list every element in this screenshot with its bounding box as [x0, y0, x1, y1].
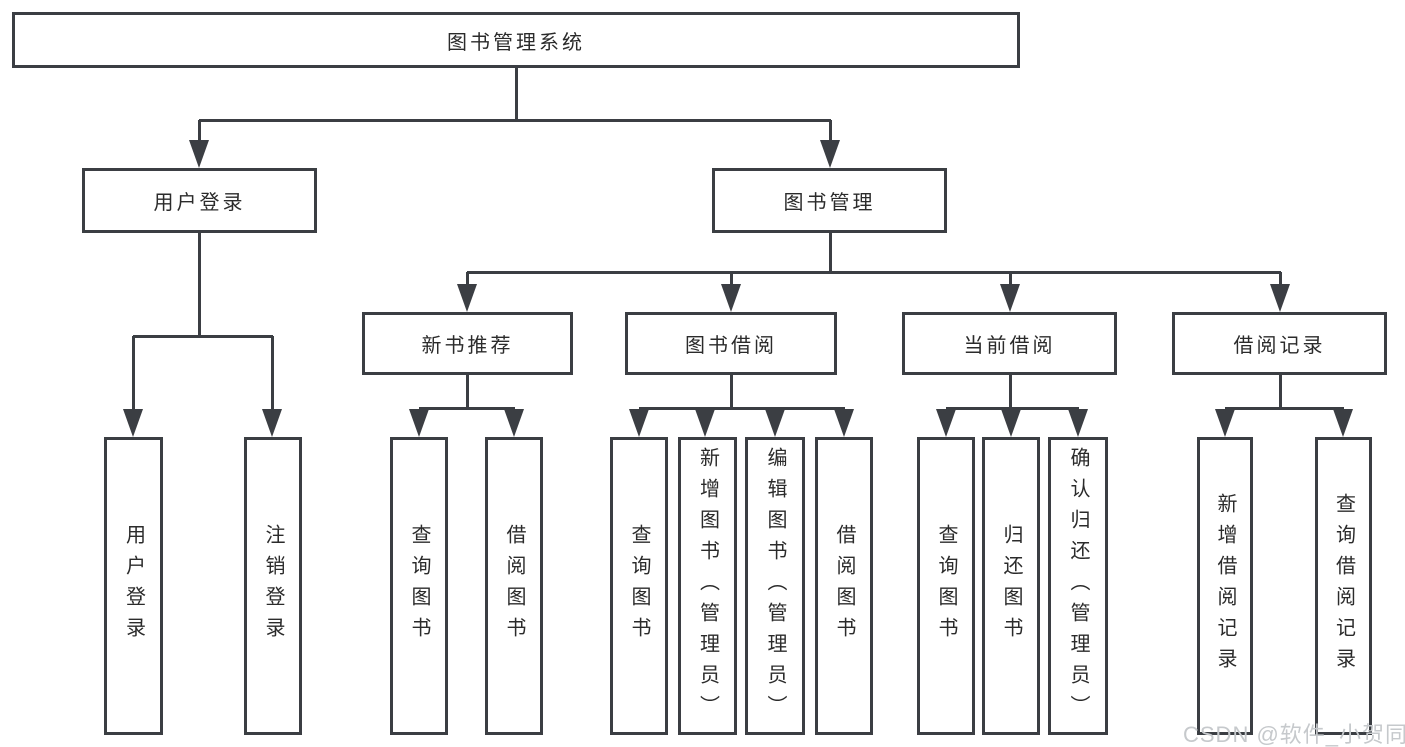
arrow-down-icon	[1001, 409, 1021, 437]
node-borrow-records: 借阅记录	[1172, 312, 1387, 375]
node-leaf-logout: 注销登录	[244, 437, 302, 735]
arrow-down-icon	[695, 409, 715, 437]
arrow-down-icon	[1000, 284, 1020, 312]
node-label: 新增借阅记录	[1214, 493, 1236, 679]
node-leaf-query-borrow-record: 查询借阅记录	[1315, 437, 1372, 735]
node-user-login: 用户登录	[82, 168, 317, 233]
node-leaf-query-books-rec: 查询图书	[390, 437, 448, 735]
node-leaf-query-books-current: 查询图书	[917, 437, 975, 735]
node-new-book-rec: 新书推荐	[362, 312, 573, 375]
arrow-down-icon	[1270, 284, 1290, 312]
node-root: 图书管理系统	[12, 12, 1020, 68]
arrow-down-icon	[1068, 409, 1088, 437]
arrow-down-icon	[409, 409, 429, 437]
node-label: 用户登录	[153, 192, 246, 214]
connector-vline	[828, 233, 832, 273]
node-label: 图书管理系统	[447, 31, 585, 54]
node-leaf-borrow-books-borrow: 借阅图书	[815, 437, 873, 735]
node-label: 查询借阅记录	[1332, 493, 1355, 679]
node-label: 借阅图书	[833, 524, 855, 648]
arrow-down-icon	[1333, 409, 1353, 437]
arrow-down-icon	[936, 409, 956, 437]
node-label: 注销登录	[262, 524, 284, 648]
node-leaf-return-books: 归还图书	[982, 437, 1040, 735]
arrow-down-icon	[189, 140, 209, 168]
node-leaf-user-login: 用户登录	[104, 437, 163, 735]
node-label: 查询图书	[408, 524, 430, 648]
node-label: 查询图书	[628, 524, 650, 648]
node-label: 图书借阅	[685, 335, 777, 357]
node-leaf-borrow-books-rec: 借阅图书	[485, 437, 543, 735]
connector-vline	[131, 336, 135, 412]
node-label: 新增图书（管理员）	[696, 446, 719, 726]
connector-vline	[1278, 272, 1282, 287]
connector-vline	[729, 272, 733, 287]
arrow-down-icon	[123, 409, 143, 437]
node-label: 用户登录	[122, 524, 145, 648]
arrow-down-icon	[504, 409, 524, 437]
node-label: 图书管理	[783, 192, 876, 214]
arrow-down-icon	[765, 409, 785, 437]
node-label: 新书推荐	[421, 335, 514, 357]
node-current-borrow: 当前借阅	[902, 312, 1117, 375]
connector-hline	[467, 270, 1281, 274]
connector-vline	[465, 272, 469, 287]
node-leaf-query-books-borrow: 查询图书	[610, 437, 668, 735]
node-label: 归还图书	[1000, 524, 1022, 648]
connector-vline	[729, 375, 733, 409]
connector-vline	[828, 120, 832, 144]
connector-vline	[1278, 375, 1282, 409]
node-leaf-confirm-return-admin: 确认归还（管理员）	[1048, 437, 1108, 735]
connector-vline	[197, 120, 201, 144]
connector-vline	[270, 336, 274, 412]
connector-vline	[197, 233, 201, 337]
node-label: 确认归还（管理员）	[1067, 446, 1089, 726]
node-label: 查询图书	[935, 524, 957, 648]
node-book-mgmt: 图书管理	[712, 168, 947, 233]
connector-vline	[1008, 272, 1012, 287]
node-label: 借阅记录	[1233, 335, 1326, 357]
node-leaf-edit-books-admin: 编辑图书（管理员）	[745, 437, 805, 735]
connector-hline	[199, 118, 831, 122]
arrow-down-icon	[834, 409, 854, 437]
node-leaf-add-borrow-record: 新增借阅记录	[1197, 437, 1253, 735]
node-label: 借阅图书	[503, 524, 525, 648]
node-leaf-add-books-admin: 新增图书（管理员）	[678, 437, 737, 735]
node-book-borrow: 图书借阅	[625, 312, 837, 375]
connector-vline	[514, 68, 518, 122]
arrow-down-icon	[629, 409, 649, 437]
node-label: 当前借阅	[963, 335, 1056, 357]
arrow-down-icon	[262, 409, 282, 437]
arrow-down-icon	[457, 284, 477, 312]
csdn-watermark: CSDN @软件_小贺同学	[1183, 722, 1405, 747]
node-label: 编辑图书（管理员）	[764, 446, 786, 726]
connector-hline	[419, 406, 515, 410]
arrow-down-icon	[721, 284, 741, 312]
arrow-down-icon	[1215, 409, 1235, 437]
connector-hline	[946, 406, 1079, 410]
connector-hline	[133, 334, 273, 338]
connector-hline	[639, 406, 845, 410]
arrow-down-icon	[820, 140, 840, 168]
connector-vline	[1008, 375, 1012, 409]
connector-hline	[1225, 406, 1344, 410]
connector-vline	[465, 375, 469, 409]
